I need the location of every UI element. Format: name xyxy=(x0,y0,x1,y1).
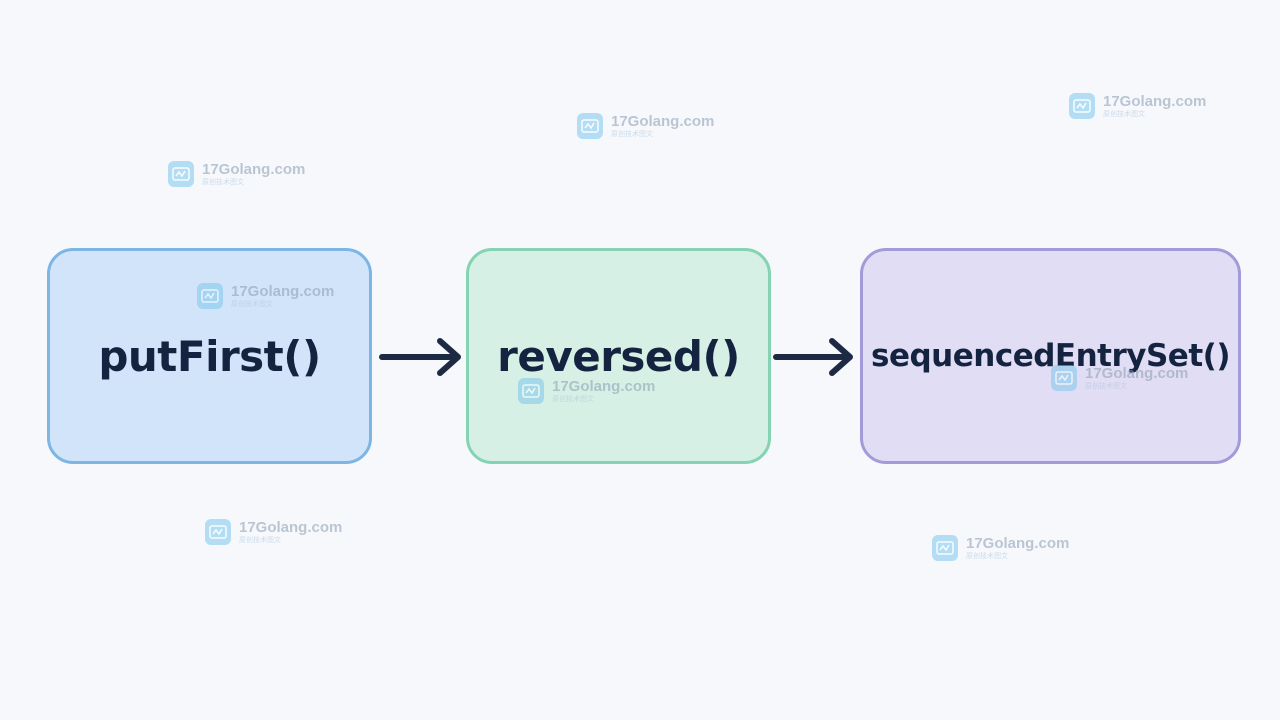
watermark-site: 17Golang.com xyxy=(611,112,715,130)
watermark-logo-icon xyxy=(205,519,231,545)
watermark-logo-icon xyxy=(168,161,194,187)
node-sequencedentryset: sequencedEntrySet() xyxy=(860,248,1241,464)
watermark-subtitle: 原创技术图文 xyxy=(202,177,244,186)
arrow-right-icon xyxy=(773,338,853,376)
watermark-subtitle: 原创技术图文 xyxy=(239,535,281,544)
node-putfirst: putFirst() xyxy=(47,248,372,464)
arrow-right-icon xyxy=(379,338,461,376)
watermark-site: 17Golang.com xyxy=(239,518,343,536)
watermark-logo-icon xyxy=(932,535,958,561)
node-label: putFirst() xyxy=(98,331,321,381)
watermark-site: 17Golang.com xyxy=(202,160,306,178)
watermark-site: 17Golang.com xyxy=(966,534,1070,552)
watermark-subtitle: 原创技术图文 xyxy=(611,129,653,138)
watermark-subtitle: 原创技术图文 xyxy=(1103,109,1145,118)
watermark-subtitle: 原创技术图文 xyxy=(966,551,1008,560)
watermark-logo-icon xyxy=(1069,93,1095,119)
watermark-logo-icon xyxy=(577,113,603,139)
node-label: sequencedEntrySet() xyxy=(871,338,1231,374)
node-label: reversed() xyxy=(497,331,740,381)
node-reversed: reversed() xyxy=(466,248,771,464)
watermark-site: 17Golang.com xyxy=(1103,92,1207,110)
